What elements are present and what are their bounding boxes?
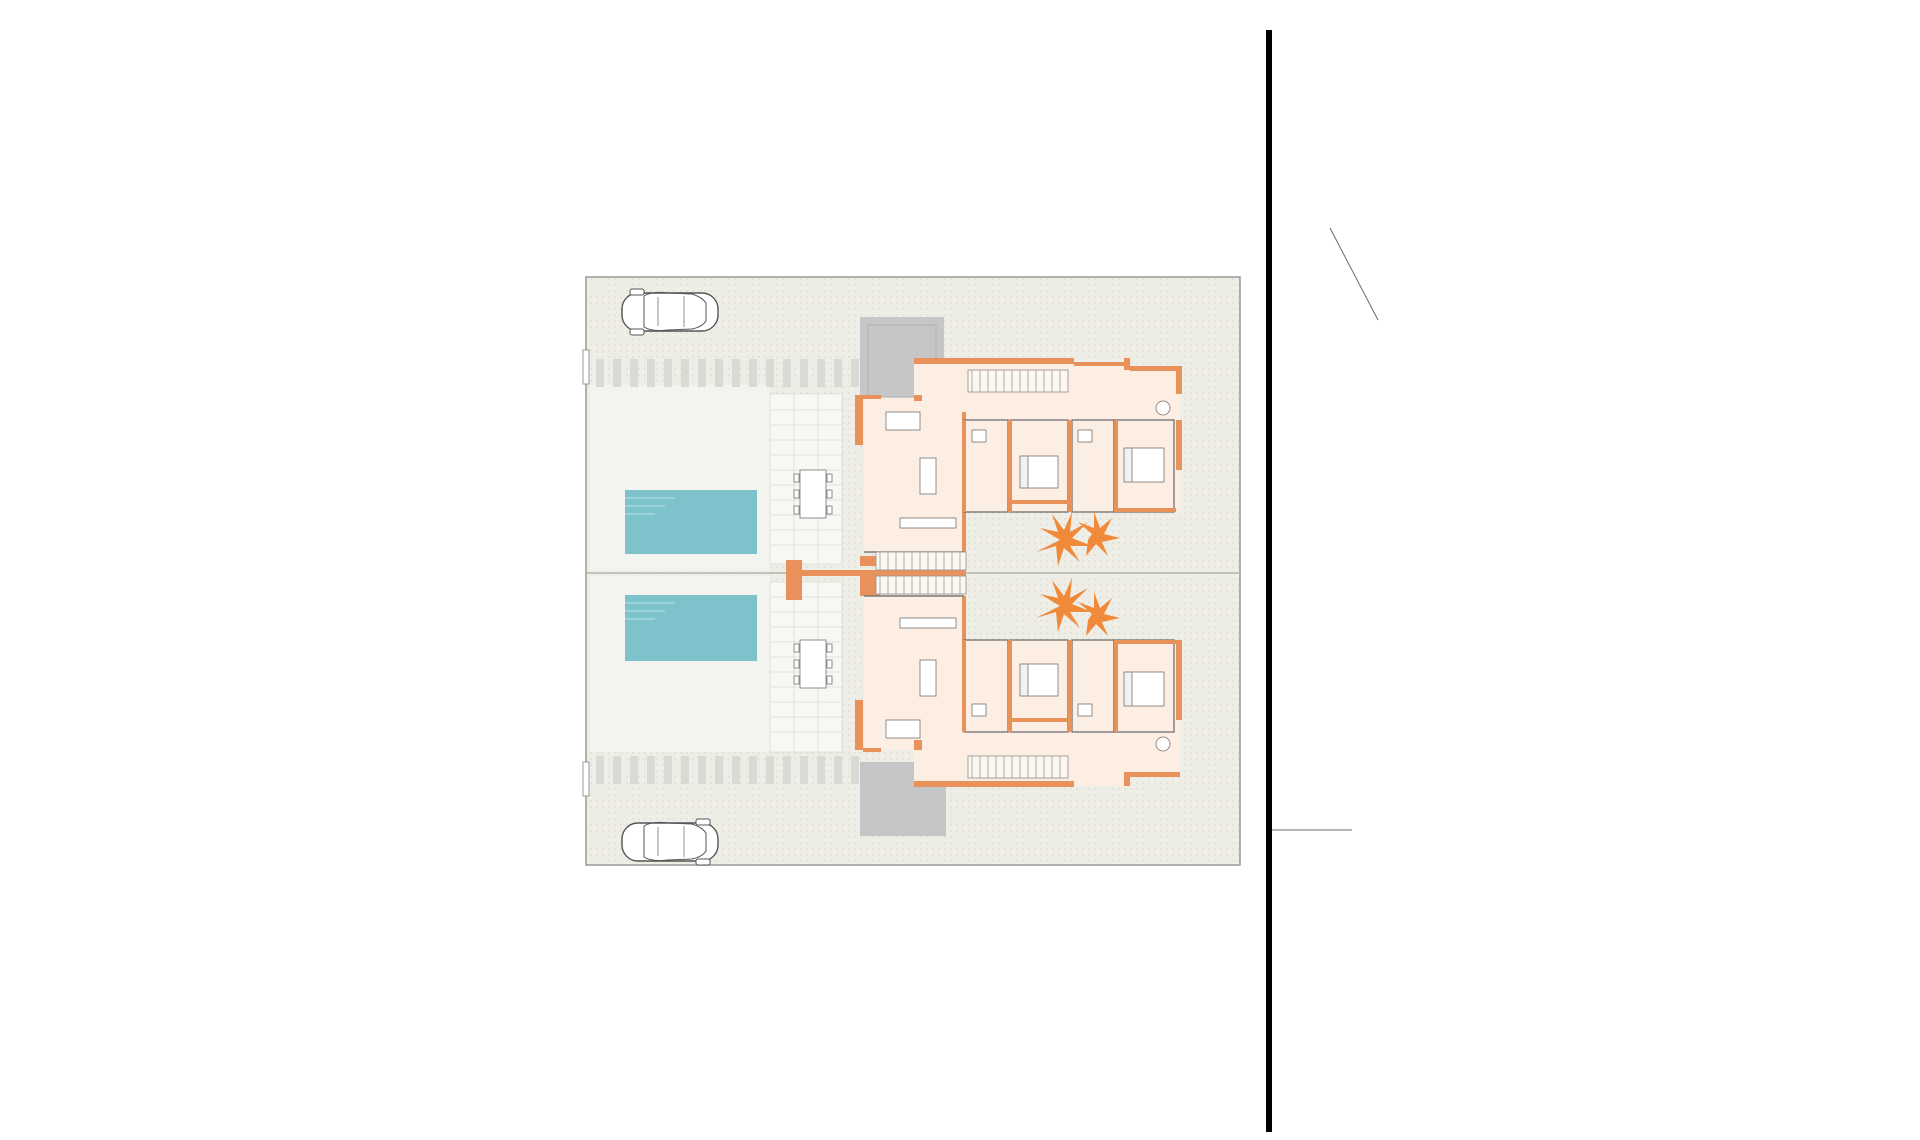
sofa-icon	[899, 457, 957, 697]
lower-driveway-stripes	[596, 756, 859, 784]
paving-stripe	[613, 359, 621, 387]
paving-stripe	[817, 359, 825, 387]
paving-stripe	[851, 756, 859, 784]
paving-stripe	[630, 359, 638, 387]
bed-icon	[1019, 455, 1059, 489]
paving-stripe	[834, 756, 842, 784]
dining-table	[793, 469, 833, 519]
paving-stripe	[715, 359, 723, 387]
lower-swimming-pool	[625, 595, 757, 661]
bed-icon	[1019, 663, 1059, 697]
lower-gate-post	[582, 761, 590, 797]
car-icon	[621, 288, 719, 336]
paving-stripe	[698, 756, 706, 784]
annotation-leader	[1329, 227, 1379, 321]
paving-stripe	[681, 359, 689, 387]
upper-driveway-stripes	[596, 359, 859, 387]
paving-stripe	[783, 756, 791, 784]
paving-stripe	[851, 359, 859, 387]
paving-stripe	[749, 359, 757, 387]
dining-table	[793, 639, 833, 689]
staircase	[875, 369, 1069, 779]
paving-stripe	[613, 756, 621, 784]
upper-gate-post	[582, 349, 590, 385]
paving-stripe	[817, 756, 825, 784]
paving-stripe	[766, 756, 774, 784]
paving-stripe	[698, 359, 706, 387]
paving-stripe	[647, 359, 655, 387]
paving-stripe	[732, 756, 740, 784]
round-planter	[1155, 400, 1171, 416]
palm-tree-icon	[1036, 512, 1120, 566]
paving-stripe	[596, 756, 604, 784]
paving-stripe	[630, 756, 638, 784]
site-boundary-line	[1266, 30, 1272, 1132]
paving-stripe	[715, 756, 723, 784]
paving-stripe	[766, 359, 774, 387]
stair-treads	[879, 370, 1061, 778]
dining-table	[885, 411, 921, 739]
paving-stripe	[783, 359, 791, 387]
paving-stripe	[647, 756, 655, 784]
lower-dwelling-walls	[855, 576, 1182, 787]
paving-stripe	[596, 359, 604, 387]
paving-stripe	[664, 359, 672, 387]
bed-icon	[1123, 447, 1165, 483]
car-icon	[621, 818, 719, 866]
bedroom-wall-accents	[962, 420, 1176, 732]
bed-icon	[1123, 671, 1165, 707]
paving-stripe	[800, 756, 808, 784]
paving-stripe	[664, 756, 672, 784]
palm-tree-icon	[1036, 578, 1120, 636]
paving-stripe	[834, 359, 842, 387]
paving-stripe	[749, 756, 757, 784]
upper-swimming-pool	[625, 490, 757, 554]
round-planter	[1155, 736, 1171, 752]
paving-stripe	[732, 359, 740, 387]
paving-stripe	[681, 756, 689, 784]
washbasin-icon	[971, 429, 1093, 717]
paving-stripe	[800, 359, 808, 387]
